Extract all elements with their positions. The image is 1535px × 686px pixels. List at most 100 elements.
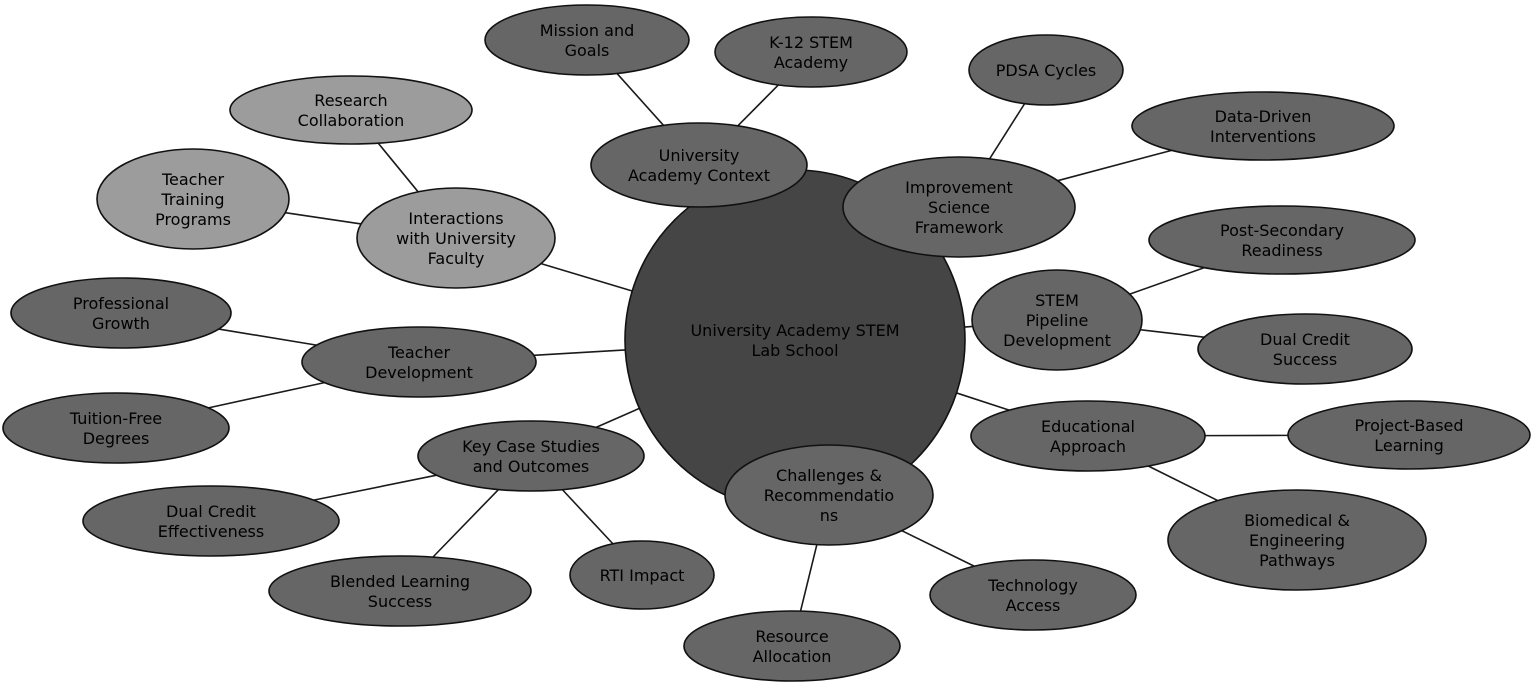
node-interactions-label: Faculty — [428, 249, 485, 268]
node-profgrowth-label: Professional — [73, 294, 169, 313]
edge-context-mission — [616, 72, 665, 126]
node-interactions-ellipse — [356, 187, 556, 289]
node-pipeline-label: Pipeline — [1026, 311, 1089, 330]
edge-challenges-tech — [901, 529, 975, 567]
node-educational-label: Educational — [1041, 417, 1135, 436]
node-profgrowth-ellipse — [10, 277, 232, 349]
node-biomed-label: Biomedical & — [1244, 511, 1350, 530]
edge-interactions-training — [285, 211, 362, 225]
node-research-label: Collaboration — [298, 111, 405, 130]
node-postsec-label: Post-Secondary — [1220, 221, 1344, 240]
node-rti-ellipse — [569, 540, 715, 610]
node-mission-label: Goals — [565, 41, 610, 60]
node-k12-ellipse — [714, 16, 908, 88]
node-tuition-label: Tuition-Free — [69, 409, 162, 428]
node-training-ellipse — [96, 148, 290, 250]
node-research-label: Research — [314, 91, 387, 110]
node-tech-ellipse — [929, 559, 1137, 631]
node-teacherdev-label: Development — [365, 363, 473, 382]
node-tuition-ellipse — [2, 392, 230, 464]
node-research-ellipse — [229, 75, 473, 145]
node-casestudies-ellipse — [417, 420, 645, 492]
edge-teacherdev-tuition — [208, 381, 325, 409]
edge-center-interactions — [540, 262, 633, 292]
edge-casestudies-blended — [432, 488, 500, 558]
node-tuition-label: Degrees — [83, 429, 150, 448]
node-improvement-label: Science — [928, 198, 990, 217]
edge-center-pipeline — [964, 325, 973, 328]
node-pipeline-label: Development — [1003, 331, 1111, 350]
edge-improvement-datadriven — [1057, 149, 1172, 182]
edge-interactions-research — [377, 142, 419, 193]
center-node-label: University Academy STEM — [690, 321, 899, 340]
node-training-label: Training — [160, 190, 224, 209]
node-context-label: Academy Context — [628, 166, 770, 185]
node-challenges-ellipse — [724, 444, 934, 546]
edge-improvement-pdsa — [988, 103, 1026, 160]
node-tech-label: Access — [1006, 596, 1061, 615]
edge-pipeline-dualsuccess — [1140, 328, 1205, 339]
node-improvement-label: Framework — [915, 218, 1004, 237]
node-resource-ellipse — [683, 610, 901, 682]
edge-center-teacherdev — [533, 349, 626, 357]
node-blended-label: Blended Learning — [330, 572, 470, 591]
node-dualsuccess-label: Success — [1273, 350, 1337, 369]
edge-educational-biomed — [1147, 465, 1219, 502]
node-pbl-ellipse — [1287, 400, 1531, 470]
node-interactions-label: Interactions — [408, 209, 503, 228]
node-training-label: Programs — [155, 210, 231, 229]
node-context-label: University — [659, 146, 740, 165]
node-mission-ellipse — [484, 4, 690, 76]
node-pipeline-label: STEM — [1035, 291, 1079, 310]
node-dualsuccess-label: Dual Credit — [1260, 330, 1350, 349]
node-dualeff-label: Dual Credit — [166, 502, 256, 521]
node-pdsa-label: PDSA Cycles — [996, 61, 1097, 80]
node-rti-label: RTI Impact — [600, 566, 685, 585]
node-training-label: Teacher — [161, 170, 224, 189]
edge-casestudies-dualeff — [313, 474, 437, 501]
node-profgrowth-label: Growth — [92, 314, 150, 333]
node-context-ellipse — [590, 122, 808, 208]
node-teacherdev-label: Teacher — [387, 343, 450, 362]
node-biomed-label: Engineering — [1249, 531, 1345, 550]
node-k12-label: Academy — [774, 53, 848, 72]
node-datadriven-label: Interventions — [1210, 127, 1316, 146]
node-educational-label: Approach — [1050, 437, 1126, 456]
node-interactions-label: with University — [396, 229, 516, 248]
node-postsec-ellipse — [1148, 205, 1416, 275]
center-node-label: Lab School — [751, 341, 838, 360]
node-casestudies-label: and Outcomes — [473, 457, 590, 476]
node-dualsuccess-ellipse — [1197, 313, 1413, 385]
edges-layer — [208, 72, 1289, 612]
node-pbl-label: Project-Based — [1354, 416, 1463, 435]
edge-casestudies-rti — [561, 489, 614, 545]
node-challenges-label: ns — [820, 506, 838, 525]
node-teacherdev-ellipse — [301, 326, 537, 398]
node-biomed-ellipse — [1167, 489, 1427, 591]
node-challenges-label: Recommendatio — [764, 486, 894, 505]
node-casestudies-label: Key Case Studies — [462, 437, 600, 456]
node-postsec-label: Readiness — [1241, 241, 1322, 260]
